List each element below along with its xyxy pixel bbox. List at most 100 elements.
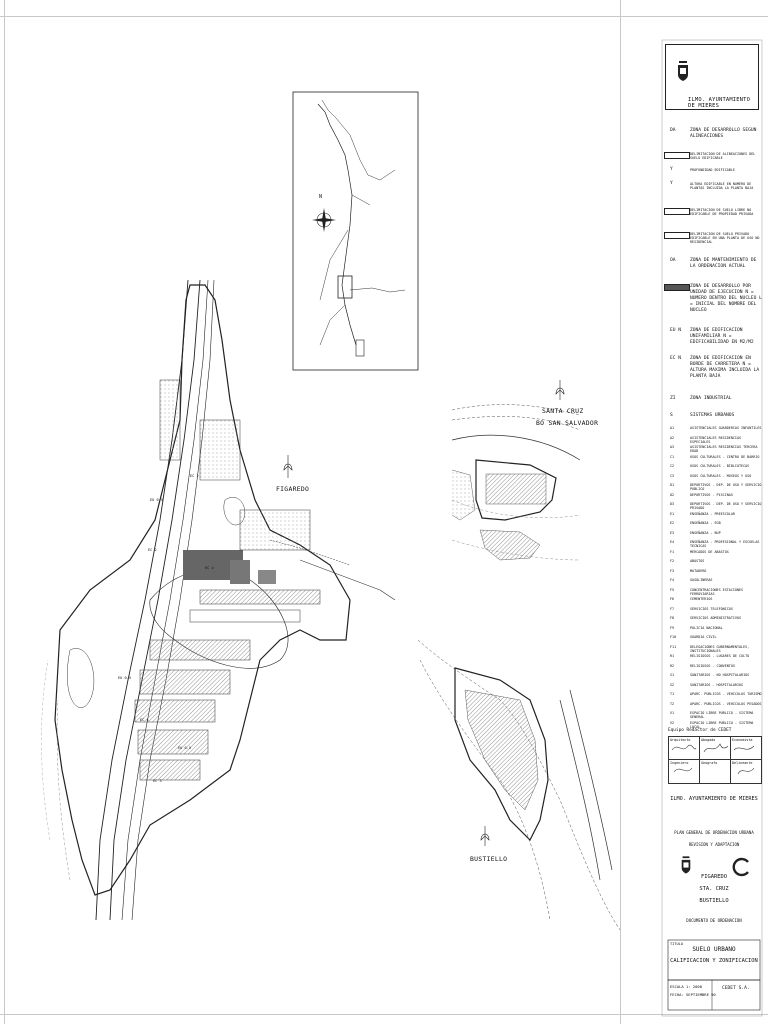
system-name: USOS CULTURALES - MUSEOS Y USO — [690, 473, 752, 478]
signature-cell: Ingeniero — [669, 760, 700, 783]
panel-frame — [661, 39, 763, 1017]
system-name: SANITARIOS - HOSPITALARIOS — [690, 682, 744, 687]
system-code: A2 — [670, 435, 675, 440]
system-code: F5 — [670, 587, 675, 592]
signature-scribbles — [671, 743, 755, 775]
legend-code: Y — [670, 181, 673, 186]
legend-code: DA — [670, 128, 676, 133]
legend-text: ZONA DE DESARROLLO SEGUN ALINEACIONES — [690, 128, 757, 139]
zone-tag: EC 4 — [205, 566, 214, 570]
title-document: DOCUMENTO DE ORDENACION — [686, 918, 742, 923]
zone-tag: EC 2 — [148, 548, 157, 552]
system-code: F6 — [670, 597, 675, 601]
fold-line — [0, 1014, 768, 1015]
system-name: RELIGIOSOS - CONVENTOS — [690, 663, 735, 668]
system-code: F9 — [670, 625, 675, 630]
system-code: E4 — [670, 540, 675, 544]
legend-swatch-dark — [664, 284, 690, 291]
system-code: A1 — [670, 426, 675, 430]
system-code: F8 — [670, 616, 675, 620]
title-place: FIGAREDO — [701, 874, 727, 880]
legend-code: EC N — [670, 356, 682, 361]
system-code: F4 — [670, 578, 675, 582]
title-sheet-name: SUELO URBANO — [692, 946, 736, 953]
system-name: ABASTOS — [690, 559, 705, 563]
system-name: CEMENTERIOS — [690, 597, 713, 601]
system-code: C3 — [670, 473, 675, 478]
title-plan-name: PLAN GENERAL DE ORDENACION URBANA — [674, 830, 754, 835]
system-name: ESPACIO LIBRE PUBLICO - SISTEMA GENERAL — [690, 711, 754, 719]
figaredo-district-map — [41, 279, 396, 921]
council-crest-icon — [681, 856, 691, 874]
system-name: DEPORTIVOS - DEP. DE USO Y SERVICIO PUBL… — [690, 483, 762, 491]
system-name: ENSEÑANZA - PROFESIONAL Y ESCUELAS TECNI… — [690, 540, 760, 548]
system-name: GUARDIA CIVIL — [690, 635, 717, 639]
signature-cell: Delineante — [732, 761, 753, 765]
system-code: V1 — [670, 711, 675, 715]
title-place: STA. CRUZ — [699, 886, 729, 892]
zone-tag: EU 0.5 — [150, 498, 163, 502]
system-name: ASISTENCIALES RESIDENCIAS TERCERA EDAD — [690, 445, 758, 453]
inset-north-marker: N — [319, 194, 323, 200]
system-code: R1 — [670, 654, 675, 658]
legend-code: ZI — [670, 396, 676, 401]
title-sheet-label: TITULO — [670, 942, 683, 946]
legend-text: ZONA DE EDIFICACION UNIFAMILIAR N = EDIF… — [690, 328, 754, 345]
zone-tag: EC 2 — [190, 474, 199, 478]
system-code: D3 — [670, 502, 675, 506]
system-name: ESPACIO LIBRE PUBLICO - SISTEMA LOCAL — [690, 720, 754, 729]
legend-swatch — [664, 232, 690, 239]
label-figaredo: FIGAREDO — [276, 485, 310, 493]
legend-text: DELIMITACION DE SUELO LIBRE NO EDIFICABL… — [690, 208, 754, 217]
system-name: MERCADOS DE ABASTOS — [690, 549, 729, 554]
cedet-logo-icon — [732, 857, 749, 877]
system-name: CONCENTRACIONES ESTACIONES FERROVIARIAS — [690, 587, 744, 596]
system-name: ENSEÑANZA - EGB — [690, 521, 721, 525]
system-name: ASISTENCIALES GUARDERIAS INFANTILES — [690, 426, 762, 430]
signature-cell: Abogado — [700, 737, 731, 760]
title-date: FECHA: SEPTIEMBRE 90 — [670, 992, 716, 997]
system-code: F2 — [670, 559, 675, 563]
system-name: APARC. PUBLICOS - VEHICULOS TURISMO — [690, 692, 762, 696]
legend-swatch — [664, 152, 690, 159]
title-scale: ESCALA 1: 2000 — [670, 984, 703, 989]
system-name: APARC. PUBLICOS - VEHICULOS PESADOS — [690, 701, 762, 706]
system-name: SERVICIOS ADMINISTRATIVOS — [690, 616, 742, 620]
system-name: RELIGIOSOS - LUGARES DE CULTO — [690, 654, 750, 658]
system-name: DEPORTIVOS - DEP. DE USO Y SERVICIO PRIV… — [690, 502, 762, 510]
legend-text: DELIMITACION DE SUELO PRIVADO EDIFICABLE… — [690, 232, 760, 245]
zone-tag: EU 0.5 — [178, 746, 191, 750]
zone-tag: EC 3 — [153, 779, 162, 783]
legend-code: S — [670, 413, 673, 418]
system-name: GASOLINERAS — [690, 578, 713, 582]
council-header-box: ILMO. AYUNTAMIENTO DE MIERES — [665, 44, 759, 110]
signature-cell: Geografo — [700, 760, 731, 783]
title-block: ILMO. AYUNTAMIENTO DE MIERES PLAN GENERA… — [668, 790, 760, 1012]
bustiello-district-map — [417, 639, 621, 931]
system-name: USOS CULTURALES - CENTRO DE BARRIO — [690, 454, 760, 459]
signature-cell: Arquitecto — [669, 737, 700, 760]
system-name: ENSEÑANZA - BUP — [690, 530, 721, 535]
legend-text: ZONA DE EDIFICACION EN BORDE DE CARRETER… — [690, 356, 760, 379]
system-code: F1 — [670, 549, 675, 554]
signature-block: Equipo Redactor de CEDET Arquitecto Abog… — [668, 728, 762, 784]
system-name: SERVICIOS TELEFONICOS — [690, 606, 733, 611]
title-council-name: ILMO. AYUNTAMIENTO DE MIERES — [670, 796, 758, 802]
system-name: ASISTENCIALES RESIDENCIAS ESPECIALES — [690, 435, 742, 444]
fold-line — [0, 16, 768, 17]
legend-text: ALTURA EDIFICABLE EN NUMERO DE PLANTAS I… — [690, 182, 754, 191]
legend-text: ZONA DE MANTENIMIENTO DE LA ORDENACION A… — [690, 258, 757, 269]
system-name: POLICIA NACIONAL — [690, 625, 723, 630]
title-sheet-subname: CALIFICACION Y ZONIFICACION — [670, 958, 758, 964]
system-code: F7 — [670, 606, 675, 611]
title-firm: CEDET S.A. — [722, 986, 750, 991]
label-bo-san-salvador: BO SAN SALVADOR — [536, 419, 599, 427]
legend-text: ZONA DE DESARROLLO POR UNIDAD DE EJECUCI… — [690, 284, 762, 313]
legend-text: DELIMITACION DE ALINEACIONES DEL SUELO E… — [690, 152, 756, 161]
council-crest-icon — [678, 61, 688, 81]
system-code: E3 — [670, 530, 675, 535]
system-code: A3 — [670, 445, 675, 449]
legend-code: EU N — [670, 328, 682, 333]
